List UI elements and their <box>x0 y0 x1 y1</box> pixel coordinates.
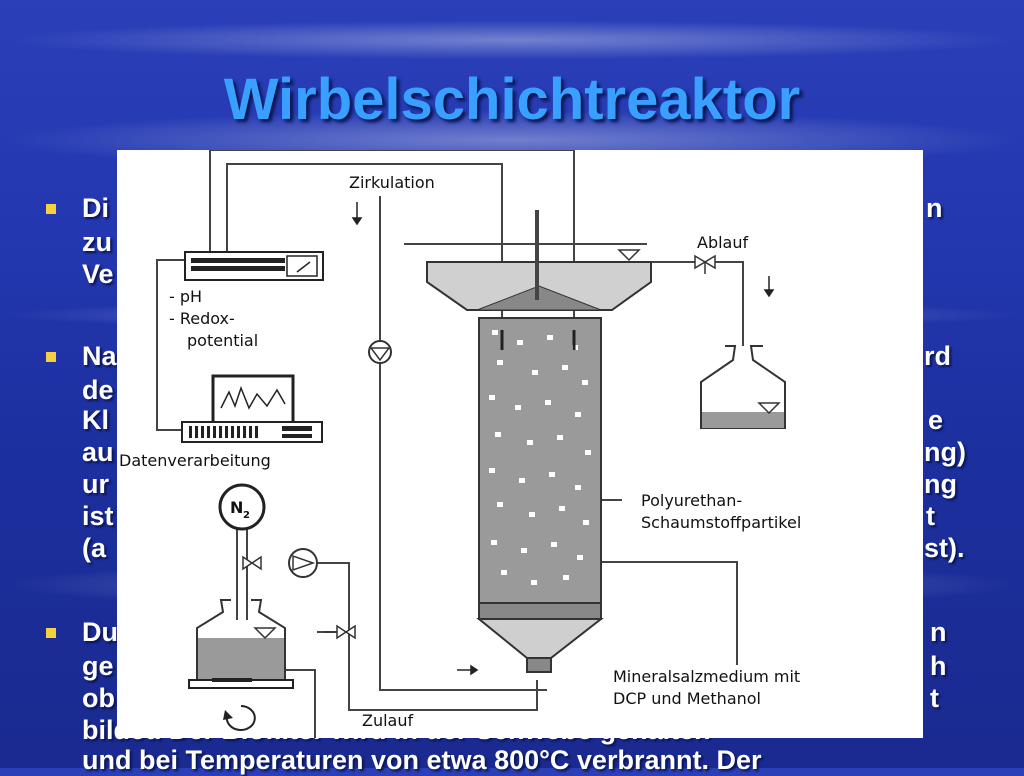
bullet-2-line-3: Kl <box>82 405 109 435</box>
callout-mineral <box>587 561 738 665</box>
bullet-2-right-3: e <box>928 405 944 435</box>
rotation-arrowhead <box>223 710 233 720</box>
label-ablauf: Ablauf <box>697 233 748 252</box>
bullet-2-right-5: ng <box>924 469 957 499</box>
bg-streak <box>0 20 1024 60</box>
bullet-3-right-3: t <box>930 683 939 713</box>
label-zirkulation: Zirkulation <box>349 173 435 192</box>
pump-symbol <box>369 347 391 362</box>
rotation-arrow-icon <box>225 705 256 731</box>
bullet-2-line-7: (a <box>82 533 107 563</box>
level-marker <box>757 402 781 415</box>
signal-graph-icon <box>220 385 286 410</box>
pipe-circulation-inner <box>226 163 503 350</box>
n2-label: N <box>230 498 243 517</box>
bullet-2-right-7: st). <box>924 533 965 563</box>
label-mineral-1: Mineralsalzmedium mit <box>613 667 800 686</box>
bullet-1-line-2: zu <box>82 227 112 257</box>
label-mineral-2: DCP und Methanol <box>613 689 761 708</box>
label-datenverarbeitung: Datenverarbeitung <box>119 451 271 470</box>
reactor-outlet <box>526 657 552 673</box>
n2-gas-bottle <box>218 483 266 531</box>
level-marker <box>253 627 277 640</box>
stir-bar <box>212 678 252 682</box>
gauge-icon <box>286 255 318 277</box>
bullet-2-right-6: t <box>926 501 935 531</box>
bullet-2-line-6: ist <box>82 501 114 531</box>
label-potential: potential <box>187 331 258 350</box>
bullet-1-line-3: Ve <box>82 259 114 289</box>
bullet-2-right-1: rd <box>924 341 951 371</box>
cable-data <box>156 259 185 431</box>
gauge-needle <box>296 261 311 273</box>
valve-n2-icon <box>242 555 262 571</box>
valve-ablauf-icon <box>694 254 716 274</box>
bullet-3-right-2: h <box>930 651 947 681</box>
pump-circulation-icon <box>368 340 392 364</box>
reactor-diagram: N 2 Zirkulation Ablauf - pH - Redox- pot… <box>117 150 923 738</box>
collection-liquid <box>702 412 784 428</box>
pump-symbol <box>292 554 316 572</box>
pipe-circulation-outer <box>209 150 575 330</box>
n2-subscript: 2 <box>243 510 250 521</box>
bullet-2-right-4: ng) <box>924 437 966 467</box>
bullet-3-line-2: ge <box>82 651 114 681</box>
bullet-3-right-1: n <box>930 617 947 647</box>
label-ph: - pH <box>169 287 202 306</box>
bullet-3-line-5: und bei Temperaturen von etwa 800°C verb… <box>82 745 762 775</box>
reactor-base <box>478 602 602 620</box>
reactor-schematic: N 2 Zirkulation Ablauf - pH - Redox- pot… <box>119 150 801 738</box>
label-polyurethan-2: Schaumstoffpartikel <box>641 513 801 532</box>
label-polyurethan-1: Polyurethan- <box>641 491 742 510</box>
bullet-marker <box>46 352 56 362</box>
valve-zulauf-icon <box>325 624 356 640</box>
bullet-2-line-1: Na <box>82 341 117 371</box>
bullet-1-right-1: n <box>926 193 943 223</box>
bullet-marker <box>46 628 56 638</box>
bullet-3-line-1: Du <box>82 617 118 647</box>
bullet-2-line-5: ur <box>82 469 109 499</box>
foam-particles <box>489 330 591 585</box>
meter-panel <box>191 266 285 271</box>
feed-liquid <box>198 638 284 680</box>
bullet-2-line-4: au <box>82 437 114 467</box>
pipe-zulauf <box>317 562 538 711</box>
bullet-marker <box>46 204 56 214</box>
bullet-3-line-3: ob <box>82 683 115 713</box>
pump-feed-icon <box>288 548 318 578</box>
label-zulauf: Zulauf <box>362 711 413 730</box>
meter-panel <box>191 258 285 263</box>
bullet-1-line-1: Di <box>82 193 109 223</box>
bullet-2-line-2: de <box>82 375 114 405</box>
reactor-bottom-cone <box>476 618 604 659</box>
pipe-ablauf <box>647 261 744 346</box>
level-marker <box>617 249 641 262</box>
label-redox: - Redox- <box>169 309 235 328</box>
slide-title: Wirbelschichtreaktor <box>223 67 801 132</box>
computer-vents <box>189 426 312 438</box>
